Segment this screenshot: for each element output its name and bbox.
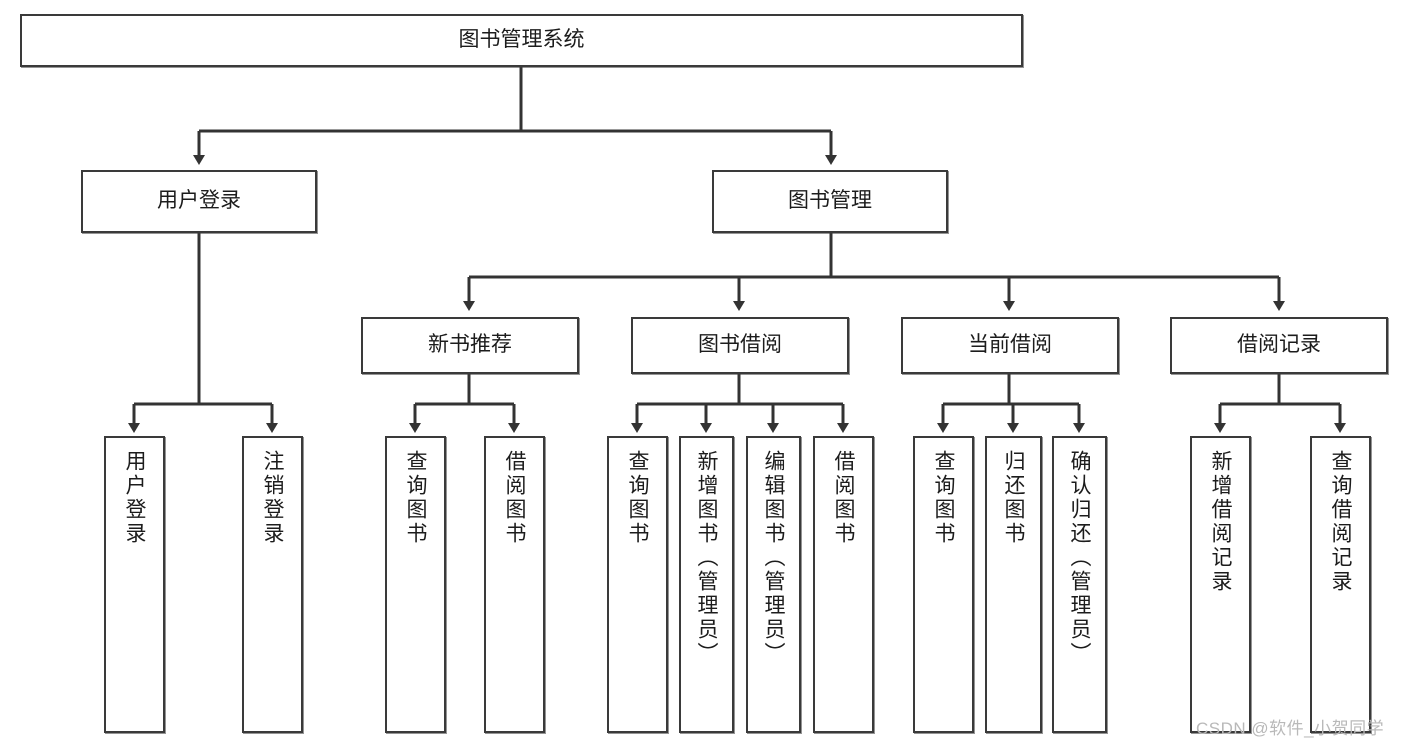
node-borrow-record[interactable]: 借阅记录	[1170, 317, 1388, 374]
node-leaf-borrow-book-2-label: 借阅图书	[832, 450, 855, 546]
node-leaf-confirm-return[interactable]: 确认归还（管理员）	[1052, 436, 1107, 733]
node-leaf-logout[interactable]: 注销登录	[242, 436, 303, 733]
node-root-label: 图书管理系统	[458, 28, 585, 52]
node-leaf-user-login[interactable]: 用户登录	[104, 436, 165, 733]
node-root[interactable]: 图书管理系统	[20, 14, 1023, 67]
node-leaf-edit-book[interactable]: 编辑图书（管理员）	[746, 436, 801, 733]
node-book-borrow-label: 图书借阅	[698, 333, 782, 357]
node-leaf-add-record-label: 新增借阅记录	[1209, 450, 1232, 594]
csdn-watermark: CSDN @软件_小贺同学	[1196, 719, 1385, 738]
node-leaf-user-login-label: 用户登录	[123, 450, 146, 546]
node-leaf-borrow-book-2[interactable]: 借阅图书	[813, 436, 874, 733]
node-new-book-recommend[interactable]: 新书推荐	[361, 317, 579, 374]
node-user-login[interactable]: 用户登录	[81, 170, 317, 233]
node-leaf-add-book[interactable]: 新增图书（管理员）	[679, 436, 734, 733]
node-borrow-record-label: 借阅记录	[1237, 333, 1321, 357]
node-current-borrow-label: 当前借阅	[968, 333, 1052, 357]
node-leaf-return-book-label: 归还图书	[1002, 450, 1025, 546]
node-leaf-add-book-label: 新增图书（管理员）	[695, 450, 718, 666]
node-leaf-confirm-return-label: 确认归还（管理员）	[1068, 450, 1091, 666]
node-leaf-return-book[interactable]: 归还图书	[985, 436, 1042, 733]
node-new-book-recommend-label: 新书推荐	[428, 333, 512, 357]
node-leaf-query-book-2[interactable]: 查询图书	[607, 436, 668, 733]
node-current-borrow[interactable]: 当前借阅	[901, 317, 1119, 374]
node-leaf-query-book-3[interactable]: 查询图书	[913, 436, 974, 733]
node-leaf-query-book-1[interactable]: 查询图书	[385, 436, 446, 733]
node-leaf-borrow-book-1-label: 借阅图书	[503, 450, 526, 546]
node-leaf-borrow-book-1[interactable]: 借阅图书	[484, 436, 545, 733]
node-leaf-query-record[interactable]: 查询借阅记录	[1310, 436, 1371, 733]
node-leaf-add-record[interactable]: 新增借阅记录	[1190, 436, 1251, 733]
node-user-login-label: 用户登录	[157, 189, 241, 213]
node-leaf-edit-book-label: 编辑图书（管理员）	[762, 450, 785, 666]
node-leaf-query-book-3-label: 查询图书	[932, 450, 955, 546]
node-leaf-logout-label: 注销登录	[261, 450, 284, 546]
node-book-manage-label: 图书管理	[788, 189, 872, 213]
node-leaf-query-book-2-label: 查询图书	[626, 450, 649, 546]
node-book-manage[interactable]: 图书管理	[712, 170, 948, 233]
node-leaf-query-record-label: 查询借阅记录	[1329, 450, 1352, 594]
node-leaf-query-book-1-label: 查询图书	[404, 450, 427, 546]
node-book-borrow[interactable]: 图书借阅	[631, 317, 849, 374]
